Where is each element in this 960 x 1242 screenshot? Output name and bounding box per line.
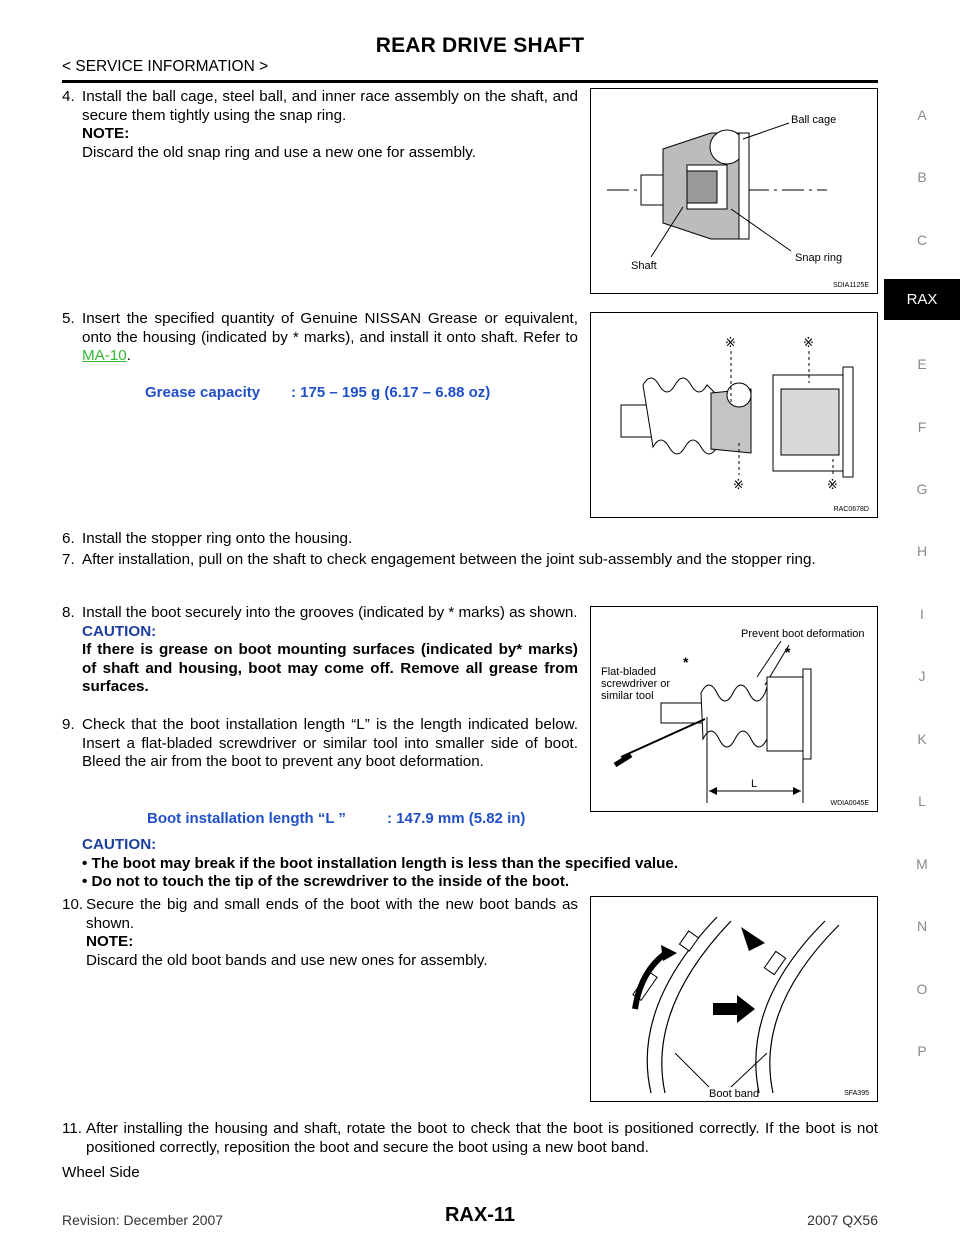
step-number: 10.: [62, 896, 84, 913]
caution-label: CAUTION:: [82, 622, 157, 640]
step-number: 4.: [62, 88, 75, 105]
tab-e[interactable]: E: [917, 356, 927, 372]
figure-id: WDIA0045E: [830, 800, 869, 807]
tab-g[interactable]: G: [916, 481, 928, 497]
step-number: 9.: [62, 716, 75, 733]
label-boot-band: Boot band: [709, 1088, 759, 1100]
figure-grease-housing: ※ ※ ※ ※ RAC0678D: [590, 312, 878, 518]
step-9-caution: CAUTION: • The boot may break if the boo…: [82, 836, 878, 892]
svg-text:*: *: [683, 654, 689, 670]
figure-id: RAC0678D: [833, 506, 869, 513]
note-text: Discard the old snap ring and use a new …: [82, 143, 476, 161]
step-number: 11.: [62, 1120, 82, 1137]
step-text: After installation, pull on the shaft to…: [82, 551, 816, 568]
step-4: 4. Install the ball cage, steel ball, an…: [62, 88, 578, 162]
tab-l[interactable]: L: [918, 793, 926, 809]
tab-a[interactable]: A: [917, 107, 927, 123]
step-8: 8. Install the boot securely into the gr…: [62, 604, 578, 697]
boot-length-value: : 147.9 mm (5.82 in): [387, 810, 526, 827]
footer-model: 2007 QX56: [807, 1212, 878, 1228]
tab-i[interactable]: I: [920, 606, 924, 622]
boot-length-diagram: Prevent boot deformation Flat-bladed scr…: [601, 628, 865, 803]
label-shaft: Shaft: [631, 260, 657, 272]
label-tool-1: Flat-bladed: [601, 666, 656, 678]
svg-text:※: ※: [827, 477, 838, 492]
header-divider: [62, 80, 878, 83]
step-text-end: .: [126, 347, 131, 364]
step-number: 6.: [62, 530, 75, 547]
grease-spec-value: : 175 – 195 g (6.17 – 6.88 oz): [291, 384, 491, 401]
page-title: REAR DRIVE SHAFT: [375, 34, 585, 57]
tab-k[interactable]: K: [917, 731, 927, 747]
step-9: 9. Check that the boot installation leng…: [62, 716, 578, 772]
tab-o[interactable]: O: [916, 981, 928, 997]
svg-text:※: ※: [733, 477, 744, 492]
step-text: Secure the big and small ends of the boo…: [86, 896, 578, 932]
svg-text:※: ※: [725, 335, 736, 350]
tab-p[interactable]: P: [917, 1043, 927, 1059]
tab-f[interactable]: F: [917, 419, 927, 435]
figure-id: SDIA1125E: [832, 282, 869, 289]
tab-j[interactable]: J: [918, 668, 926, 684]
step-number: 5.: [62, 310, 75, 327]
wheel-side-heading: Wheel Side: [62, 1164, 140, 1181]
tab-m[interactable]: M: [916, 856, 928, 872]
step-text: Install the stopper ring onto the housin…: [82, 530, 353, 547]
figure-id: SFA395: [844, 1090, 869, 1097]
step-text: After installing the housing and shaft, …: [86, 1120, 878, 1156]
boot-band-diagram: Boot band: [632, 916, 840, 1100]
footer-revision: Revision: December 2007: [62, 1212, 224, 1228]
label-l: L: [751, 778, 757, 790]
step-number: 8.: [62, 604, 75, 621]
boot-length-label: Boot installation length “L ”: [147, 810, 346, 827]
step-7: 7. After installation, pull on the shaft…: [62, 551, 878, 570]
label-tool-3: similar tool: [601, 690, 654, 702]
step-11: 11. After installing the housing and sha…: [62, 1120, 878, 1157]
step-number: 7.: [62, 551, 75, 568]
caution-text: If there is grease on boot mounting surf…: [82, 641, 578, 695]
step-6: 6. Install the stopper ring onto the hou…: [62, 530, 878, 549]
housing-diagram: ※ ※ ※ ※: [620, 335, 854, 492]
step-text: Install the boot securely into the groov…: [82, 604, 578, 621]
note-text: Discard the old boot bands and use new o…: [86, 951, 488, 969]
label-tool-2: screwdriver or: [601, 678, 670, 690]
ma-10-link[interactable]: MA-10: [82, 347, 127, 364]
figure-boot-installation: Prevent boot deformation Flat-bladed scr…: [590, 606, 878, 812]
svg-text:※: ※: [803, 335, 814, 350]
step-5: 5. Insert the specified quantity of Genu…: [62, 310, 578, 366]
step-text: Insert the specified quantity of Genuine…: [82, 310, 578, 346]
tab-rax-active[interactable]: RAX: [884, 279, 960, 320]
tab-b[interactable]: B: [917, 169, 927, 185]
note-label: NOTE:: [86, 933, 134, 950]
label-snap-ring: Snap ring: [795, 252, 842, 264]
tab-h[interactable]: H: [916, 543, 928, 559]
caution-label: CAUTION:: [82, 836, 157, 853]
ball-cage-diagram: Ball cage Shaft Snap ring: [607, 114, 842, 272]
grease-spec-label: Grease capacity: [145, 384, 261, 401]
label-prevent-deformation: Prevent boot deformation: [741, 628, 865, 640]
tab-c[interactable]: C: [916, 232, 928, 248]
figure-ball-cage: Ball cage Shaft Snap ring SDIA1125E: [590, 88, 878, 294]
step-text: Check that the boot installation length …: [82, 716, 578, 770]
svg-text:*: *: [785, 644, 791, 660]
tab-n[interactable]: N: [916, 918, 928, 934]
section-subtitle: < SERVICE INFORMATION >: [62, 58, 269, 75]
note-label: NOTE:: [82, 125, 130, 142]
label-ball-cage: Ball cage: [791, 114, 836, 126]
caution-bullet-2: • Do not to touch the tip of the screwdr…: [82, 873, 570, 890]
figure-boot-band: Boot band SFA395: [590, 896, 878, 1102]
footer-page-number: RAX-11: [444, 1204, 516, 1226]
step-10: 10. Secure the big and small ends of the…: [62, 896, 578, 970]
caution-bullet-1: • The boot may break if the boot install…: [82, 854, 679, 872]
step-text: Install the ball cage, steel ball, and i…: [82, 88, 578, 124]
